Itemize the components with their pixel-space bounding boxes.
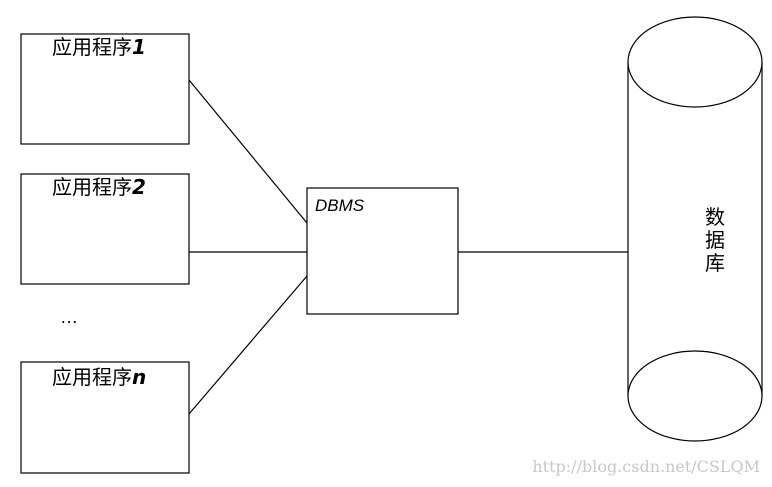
application-box-1: 应用程序1 [20, 33, 190, 145]
connector-app1-dbms [188, 79, 308, 224]
ellipsis: … [60, 307, 78, 327]
application-box-2: 应用程序2 [20, 173, 190, 285]
application-box-n: 应用程序n [20, 361, 190, 474]
application-label-1: 应用程序1 [52, 35, 146, 59]
connector-appn-dbms [188, 275, 308, 415]
dbms-box: DBMS [306, 187, 459, 315]
application-label-n: 应用程序n [52, 365, 146, 389]
dbms-label: DBMS [315, 196, 365, 215]
watermark: http://blog.csdn.net/CSLQM [532, 457, 760, 476]
database-label-char-1: 数 [705, 205, 725, 229]
database-cylinder: 数 据 库 [627, 16, 763, 442]
database-label-char-2: 据 [705, 228, 725, 252]
database-label-char-3: 库 [705, 251, 725, 275]
application-label-2: 应用程序2 [52, 175, 146, 199]
